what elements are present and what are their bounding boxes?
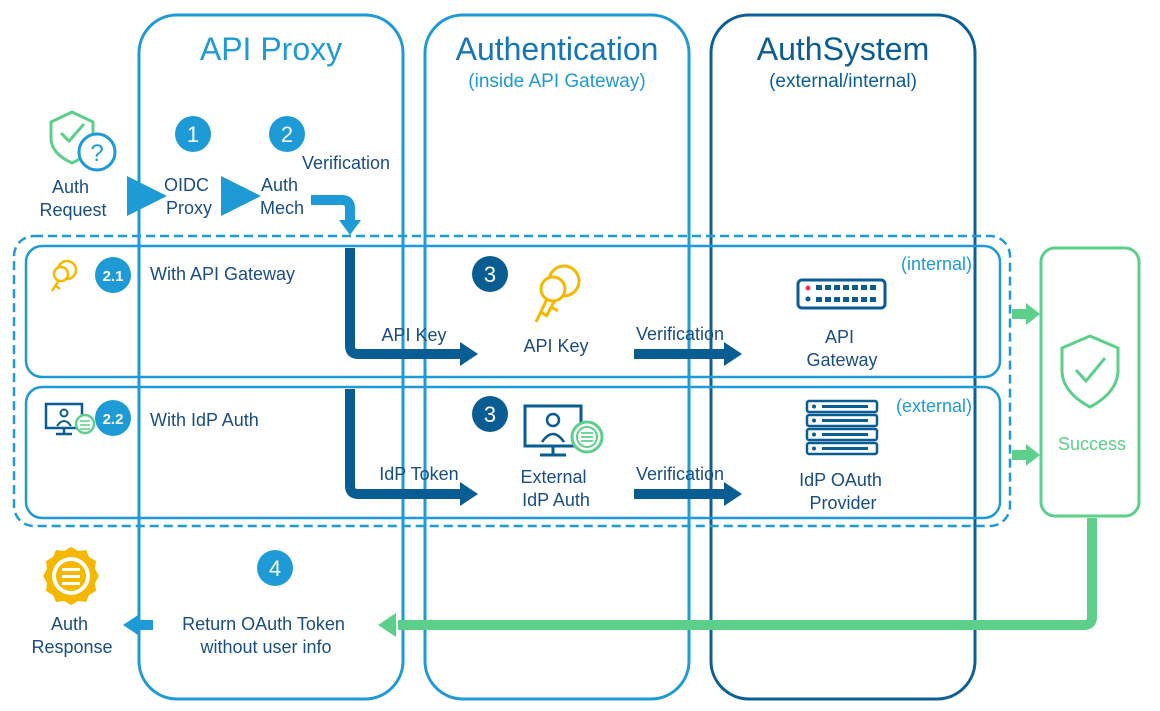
- api-gateway-icon: [796, 278, 887, 310]
- step-3-badge-b: 3: [472, 396, 508, 432]
- verification-region: [12, 234, 1012, 528]
- step-2-1-badge: 2.1: [95, 257, 131, 293]
- monitor-icon-small: [44, 402, 96, 436]
- with-api-gateway-label: With API Gateway: [150, 264, 295, 284]
- svg-text:4: 4: [269, 556, 281, 581]
- svg-text:2: 2: [281, 122, 293, 147]
- internal-label: (internal): [901, 254, 972, 274]
- api-key-node-label: API Key: [523, 336, 588, 356]
- verification-top-label: Verification: [302, 153, 390, 173]
- auth-response-label: Auth Response: [31, 614, 112, 657]
- api-key-icon: [534, 264, 581, 323]
- external-idp-monitor-icon: [523, 404, 604, 457]
- authentication-subtitle: (inside API Gateway): [468, 71, 645, 92]
- auth-response-badge-icon: [43, 547, 99, 605]
- idp-token-label: IdP Token: [379, 464, 458, 484]
- trunk-api-key: [345, 248, 462, 359]
- svg-text:3: 3: [484, 262, 496, 287]
- success-box: [1039, 246, 1141, 518]
- idp-oauth-provider-label: IdP OAuth Provider: [799, 470, 887, 513]
- svg-text:1: 1: [187, 122, 199, 147]
- step-4-badge: 4: [257, 550, 293, 586]
- return-path: [398, 518, 1097, 630]
- authsystem-title: AuthSystem: [757, 31, 930, 67]
- row-idp-auth: [24, 385, 1002, 520]
- api-gateway-label: API Gateway: [806, 327, 877, 370]
- verification-2-label: Verification: [636, 464, 724, 484]
- idp-oauth-server-icon: [805, 399, 879, 456]
- key-icon-small: [50, 259, 78, 292]
- svg-text:2.1: 2.1: [103, 268, 124, 285]
- external-idp-auth-label: External IdP Auth: [520, 467, 591, 510]
- success-label: Success: [1058, 434, 1126, 454]
- verification-1-label: Verification: [636, 324, 724, 344]
- auth-mech-label: Auth Mech: [260, 175, 304, 218]
- success-shield-icon: [1060, 334, 1120, 409]
- external-label: (external): [896, 396, 972, 416]
- row-api-gateway: [24, 244, 1002, 379]
- return-oauth-token-label: Return OAuth Token without user info: [182, 614, 350, 657]
- api-proxy-title: API Proxy: [200, 31, 342, 67]
- with-idp-auth-label: With IdP Auth: [150, 410, 259, 430]
- svg-text:3: 3: [484, 402, 496, 427]
- auth-request-shield-icon: ?: [49, 110, 117, 172]
- authentication-title: Authentication: [456, 31, 659, 67]
- step-3-badge-a: 3: [472, 256, 508, 292]
- oidc-proxy-label: OIDC Proxy: [164, 175, 214, 218]
- api-key-arrow-label: API Key: [381, 325, 446, 345]
- arrow-mech-down: [311, 195, 355, 222]
- trunk-idp-token: [345, 389, 462, 499]
- step-2-2-badge: 2.2: [95, 400, 131, 436]
- step-2-badge: 2: [269, 116, 305, 152]
- svg-text:?: ?: [90, 140, 103, 167]
- step-1-badge: 1: [175, 116, 211, 152]
- authsystem-subtitle: (external/internal): [769, 71, 917, 92]
- auth-request-label: Auth Request: [39, 177, 106, 220]
- svg-text:2.2: 2.2: [103, 411, 124, 428]
